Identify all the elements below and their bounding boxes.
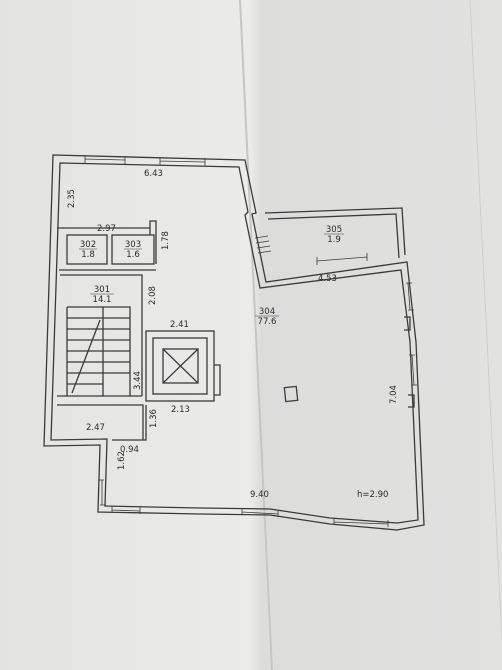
dim-right-height: 7.04: [389, 385, 399, 404]
dim-lower-corridor-width: 2.47: [86, 423, 105, 433]
dim-step-width: 0.94: [120, 445, 139, 455]
dim-room-303-height: 1.78: [161, 231, 171, 250]
dim-core-width-top: 2.41: [170, 320, 189, 330]
ceiling-height-note: h=2.90: [357, 490, 388, 500]
room-304-area: 77.6: [258, 317, 277, 327]
dim-stair-height: 3.44: [133, 371, 143, 390]
dim-left-upper: 2.35: [67, 189, 77, 208]
room-302-area: 1.8: [81, 250, 95, 260]
room-305-area: 1.9: [327, 235, 341, 245]
dim-lower-left-height: 1.62: [117, 451, 127, 470]
balcony-steps: [254, 235, 272, 254]
dim-room-302-303-width: 2.97: [97, 224, 116, 234]
room-301-number: 301: [94, 285, 110, 295]
room-305-number: 305: [326, 225, 342, 235]
room-303-area: 1.6: [126, 250, 140, 260]
dimension-labels: 6.43 2.35 2.97 1.78 2.08 2.41 3.44 1.36 …: [67, 169, 399, 500]
dim-balcony-width: 4.53: [318, 274, 337, 284]
dim-corridor-lower: 1.36: [149, 409, 159, 428]
room-301-area: 14.1: [93, 295, 112, 305]
plan-walls: [43, 154, 425, 531]
room-302-number: 302: [80, 240, 96, 250]
room-303-number: 303: [125, 240, 141, 250]
dim-top-width: 6.43: [144, 169, 163, 179]
dim-core-width-bottom: 2.13: [171, 405, 190, 415]
dim-bottom-width: 9.40: [250, 490, 269, 500]
windows: [84, 155, 417, 527]
dim-corridor-upper: 2.08: [148, 286, 158, 305]
paper-fold: [239, 0, 273, 670]
paper-edge: [469, 0, 502, 641]
room-304-number: 304: [259, 307, 275, 317]
room-labels: 301 14.1 302 1.8 303 1.6 304 77.6 305 1.…: [79, 225, 344, 327]
